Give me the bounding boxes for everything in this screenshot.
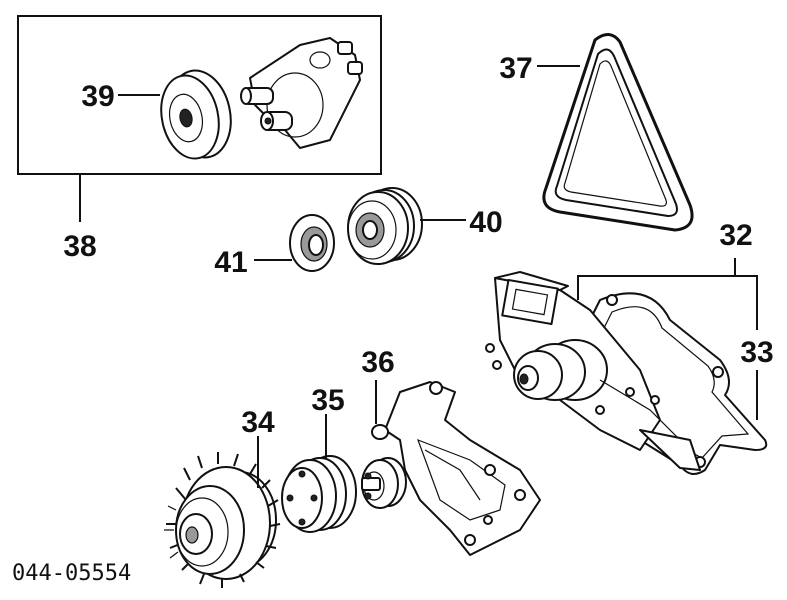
bracket-36 — [371, 381, 541, 556]
callout-35: 35 — [311, 384, 344, 417]
callout-40: 40 — [469, 206, 502, 239]
pulley-40 — [347, 187, 423, 265]
callout-36: 36 — [361, 346, 394, 379]
callout-32: 32 — [719, 219, 752, 252]
fan-pulley-35 — [281, 455, 357, 533]
callout-41: 41 — [214, 246, 247, 279]
callout-33: 33 — [740, 336, 773, 369]
callout-38: 38 — [63, 230, 96, 263]
seal-41 — [289, 214, 335, 272]
callout-39: 39 — [81, 80, 114, 113]
leader-32 — [577, 275, 758, 300]
fan-hub-assembly — [361, 457, 407, 509]
tensioner-assembly — [240, 37, 363, 149]
diagram-code: 044-05554 — [12, 561, 131, 586]
callout-37: 37 — [499, 52, 532, 85]
kit-box-38 — [17, 15, 382, 175]
callout-34: 34 — [241, 406, 275, 439]
water-pump-32 — [485, 271, 701, 471]
fan-clutch-34 — [164, 452, 281, 588]
drive-belt-37 — [542, 33, 694, 232]
idler-pulley-39 — [160, 69, 232, 160]
